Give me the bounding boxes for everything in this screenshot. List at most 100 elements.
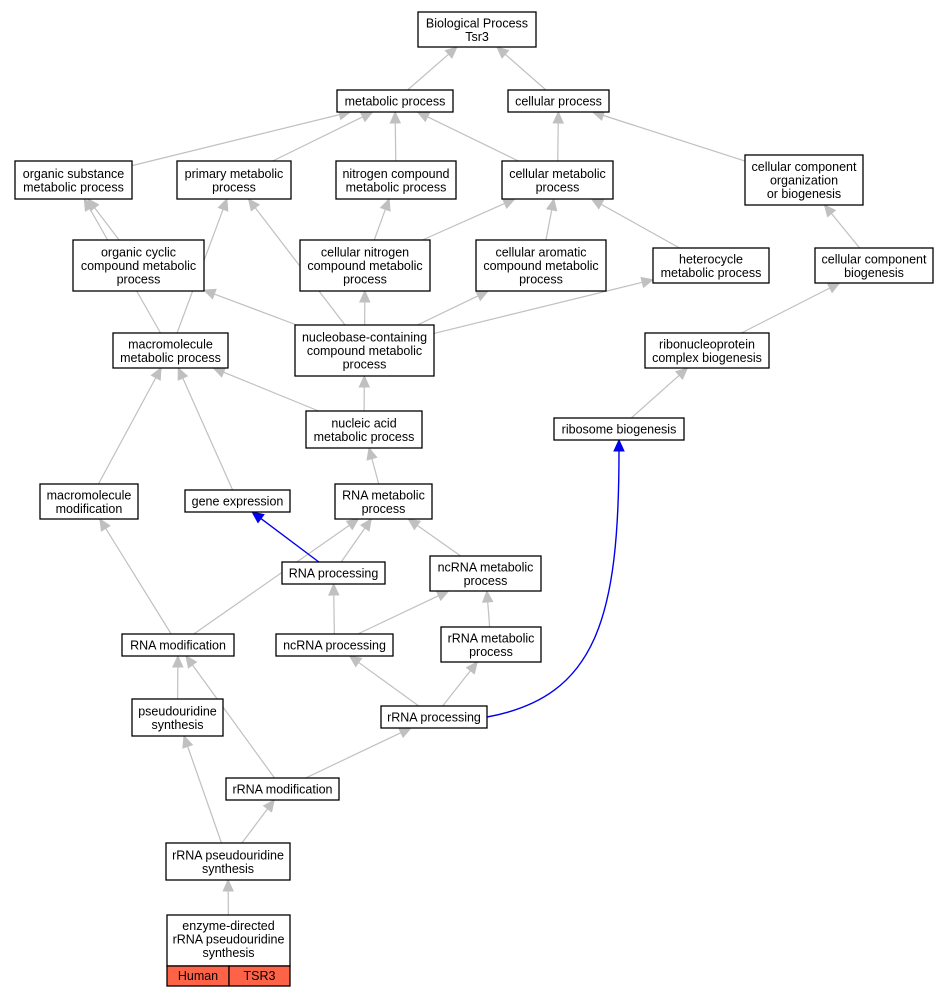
arrowhead [674,367,689,380]
edge-metabolic-to-bp [407,46,458,91]
term-label: compound metabolic [81,259,196,273]
arrowhead [826,282,841,294]
term-label: ribosome biogenesis [562,423,677,437]
edge-line [433,281,643,335]
edge-rna_processing-to-rna_metabolic [340,518,372,563]
edge-line [407,53,450,91]
edge-line [602,114,746,162]
term-label: or biogenesis [767,187,841,201]
arrowhead [496,46,510,59]
edge-rna_metabolic-to-nucleic_acid [366,446,380,485]
edge-nitrogen_compound-to-metabolic [389,110,402,162]
term-label: metabolic process [345,95,446,109]
term-box [507,89,610,113]
arrowhead [172,654,184,668]
term-label: synthesis [202,862,254,876]
term-label: modification [56,502,123,516]
term-box [275,633,394,657]
term-box [112,332,229,369]
arrowhead [481,589,494,603]
term-label: process [212,180,256,194]
arrowhead [345,518,360,531]
edge-nucleobase-to-cellular_nitrogen [359,289,371,326]
term-label: metabolic process [120,351,221,365]
term-label: cellular component [752,160,857,174]
edge-gene_expression-to-macromolecule_metabolic [177,366,234,491]
term-label: synthesis [202,946,254,960]
edge-line [187,746,223,844]
edge-cellular_nitrogen-to-nitrogen_compound [373,197,391,241]
edge-line [131,114,340,167]
term-label: cellular component [822,252,927,266]
term-box [281,561,386,585]
term-label: RNA metabolic [342,488,425,502]
term-box [176,160,292,200]
edge-line [182,377,234,491]
edge-cellular-to-bp [496,46,547,91]
term-label: compound metabolic [307,259,422,273]
edge-nucleobase-to-cellular_aromatic [417,290,490,326]
term-box [184,489,291,513]
arrowhead [444,46,458,59]
arrowhead [501,198,516,209]
term-label: process [117,273,161,287]
edge-line [416,524,462,557]
term-box [335,160,457,200]
edge-cellular_metabolic-to-cellular [552,110,564,162]
edge-nucleobase-to-organic_cyclic [202,288,297,326]
arrowhead [389,110,402,124]
term-label: ncRNA metabolic [438,560,534,574]
edge-line [504,53,547,91]
arrowhead [552,110,564,124]
edge-line [545,209,553,241]
arrowhead [407,518,422,531]
edge-nucleic_acid-to-nucleobase [358,374,371,412]
term-label: process [519,273,563,287]
edge-line [214,293,297,326]
arrowhead [366,446,378,461]
term-label: ribonucleoprotein [659,337,755,351]
term-box [336,89,454,113]
term-label: rRNA modification [232,783,332,797]
edge-ncrna_metabolic-to-rna_metabolic [407,518,462,557]
term-box [380,705,488,729]
term-box [744,154,864,206]
edge-line [94,207,120,241]
term-label: biogenesis [844,266,904,280]
highlighted-edge-rna_processing-to-gene_expression [251,511,320,563]
term-box [553,417,685,441]
term-label: compound metabolic [483,259,598,273]
term-label: nucleobase-containing [302,331,427,345]
term-box [39,483,139,520]
edge-line [260,518,320,563]
edge-rrna_pseudouridine-to-rrna_modification [241,799,275,844]
arrowhead [99,517,111,532]
edge-line [442,670,471,707]
edge-line [193,524,350,635]
arrowhead [475,290,490,302]
term-label: process [362,502,406,516]
edge-rrna_processing-to-rrna_metabolic [442,661,478,707]
edge-rrna_processing-to-ncrna_processing [348,655,420,707]
arrowhead [823,204,837,218]
edge-cellular_aromatic-to-cellular_metabolic [545,197,558,241]
term-label: Biological Process [426,16,528,30]
term-label: cellular process [515,95,602,109]
arrowhead [348,655,363,668]
edge-line [333,594,335,635]
edge-nucleobase-to-heterocycle [433,276,655,335]
term-label: process [343,358,387,372]
edge-ncrna_processing-to-ncrna_metabolic [357,590,450,635]
edge-line [830,213,861,249]
edge-line [373,209,386,241]
term-box [225,777,340,801]
term-box [475,239,607,292]
edge-line [358,661,420,707]
